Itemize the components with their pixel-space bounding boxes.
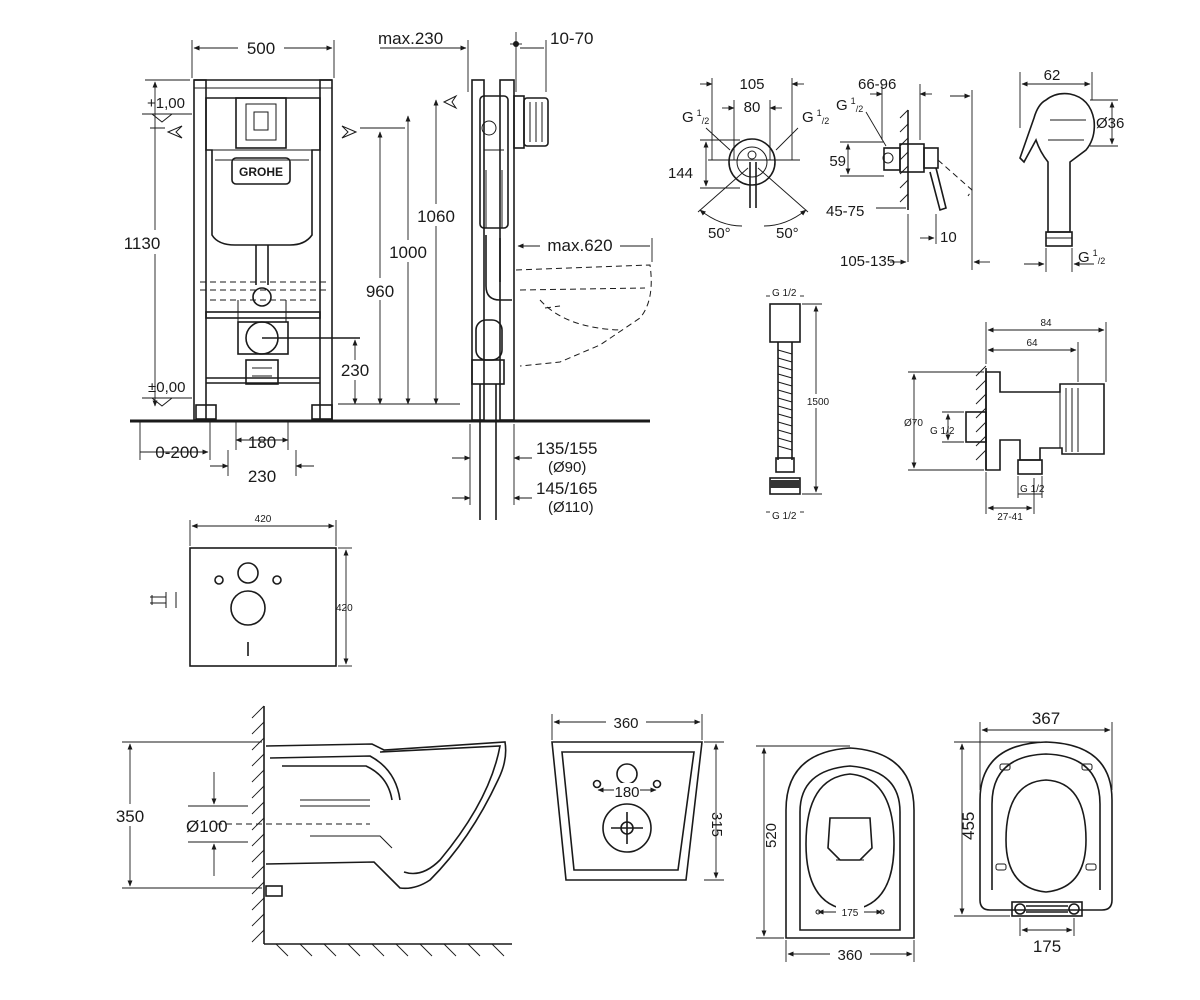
frame-width-label: 500 bbox=[247, 39, 275, 58]
max-230-label: max.230 bbox=[378, 29, 443, 48]
height-960-label: 960 bbox=[366, 282, 394, 301]
zero-level-label: ±0,00 bbox=[148, 379, 185, 396]
range-10-70-label: 10-70 bbox=[550, 29, 593, 48]
drain-diameter-label: Ø100 bbox=[186, 817, 228, 836]
toilet-plan-view: 520 175 360 bbox=[756, 745, 915, 964]
range-135-155-label: 135/155 bbox=[536, 439, 597, 458]
frame-side-view bbox=[440, 79, 652, 520]
g-right-label: G bbox=[802, 109, 814, 126]
height-59-label: 59 bbox=[829, 153, 846, 170]
rear-width-label: 360 bbox=[613, 715, 638, 732]
g-side-sup: 1 bbox=[851, 96, 856, 106]
brand-logo-text: GROHE bbox=[239, 165, 283, 179]
g-shower-sub: /2 bbox=[1098, 256, 1106, 266]
wall-elbow-view: 84 64 Ø70 G 1/2 G 1/2 27-41 bbox=[904, 318, 1107, 523]
svg-text:G1/2: G1/2 bbox=[836, 96, 863, 114]
height-230-label: 230 bbox=[341, 361, 369, 380]
plus-level-label: +1,00 bbox=[147, 95, 185, 112]
width-105-label: 105 bbox=[739, 76, 764, 93]
rear-height-label: 315 bbox=[708, 812, 725, 837]
diameter-90-label: (Ø90) bbox=[548, 459, 586, 476]
diameter-36-label: Ø36 bbox=[1096, 115, 1124, 132]
plan-length-label: 520 bbox=[763, 823, 780, 848]
seat-hinge-label: 175 bbox=[1033, 937, 1061, 956]
g-right-sub: /2 bbox=[822, 116, 830, 126]
width-84-label: 84 bbox=[1040, 318, 1052, 329]
height-1000-label: 1000 bbox=[389, 243, 427, 262]
g-side-sub: /2 bbox=[856, 104, 864, 114]
angle-right-label: 50° bbox=[776, 225, 799, 242]
g-shower-label: G bbox=[1078, 249, 1090, 266]
range-66-96-label: 66-96 bbox=[858, 76, 896, 93]
bowl-height-label: 350 bbox=[116, 807, 144, 826]
wall-distance-label: 0-200 bbox=[155, 443, 198, 462]
angle-left-label: 50° bbox=[708, 225, 731, 242]
frame-dimensions: 500 1130 +1,00 ±0,00 960 1000 1060 230 1… bbox=[118, 36, 460, 486]
g-side-label: G bbox=[836, 97, 848, 114]
width-180-label: 180 bbox=[248, 433, 276, 452]
seat-width-label: 367 bbox=[1032, 709, 1060, 728]
elbow-thread-bottom-label: G 1/2 bbox=[1020, 484, 1045, 495]
pad-width-label: 420 bbox=[255, 514, 272, 525]
diameter-110-label: (Ø110) bbox=[548, 499, 594, 516]
g-left-label: G bbox=[682, 109, 694, 126]
svg-text:G1/2: G1/2 bbox=[682, 108, 709, 126]
width-64-label: 64 bbox=[1026, 338, 1038, 349]
height-1060-label: 1060 bbox=[417, 207, 455, 226]
range-105-135-label: 105-135 bbox=[840, 253, 895, 270]
diameter-70-label: Ø70 bbox=[904, 418, 923, 429]
toilet-rear-view: 360 180 315 bbox=[551, 712, 725, 881]
insulation-pad-view: 420 420 bbox=[150, 514, 353, 667]
range-27-41-label: 27-41 bbox=[997, 512, 1023, 523]
height-144-label: 144 bbox=[668, 165, 693, 182]
frame-height-label: 1130 bbox=[124, 234, 161, 253]
hose-top-thread-label: G 1/2 bbox=[772, 288, 797, 299]
elbow-thread-left-label: G 1/2 bbox=[930, 426, 955, 437]
range-145-165-label: 145/165 bbox=[536, 479, 597, 498]
g-left-sub: /2 bbox=[702, 116, 710, 126]
toilet-seat-view: 367 455 175 bbox=[954, 709, 1113, 956]
g-shower-sup: 1 bbox=[1093, 248, 1098, 258]
max-620-label: max.620 bbox=[547, 236, 612, 255]
svg-text:G1/2: G1/2 bbox=[1078, 248, 1105, 266]
width-62-label: 62 bbox=[1044, 67, 1061, 84]
hose-length-label: 1500 bbox=[807, 397, 830, 408]
frame-front-view: GROHE bbox=[130, 79, 460, 423]
rear-center-label: 180 bbox=[614, 784, 639, 801]
toilet-side-view: 350 Ø100 bbox=[112, 705, 512, 957]
svg-text:G1/2: G1/2 bbox=[802, 108, 829, 126]
g-right-sup: 1 bbox=[817, 108, 822, 118]
width-230-label: 230 bbox=[248, 467, 276, 486]
plan-center-label: 175 bbox=[842, 908, 859, 919]
hose-bottom-thread-label: G 1/2 bbox=[772, 511, 797, 522]
side-dimensions: max.230 10-70 max.620 135/155 (Ø90) 145/… bbox=[378, 29, 653, 516]
range-45-75-label: 45-75 bbox=[826, 203, 864, 220]
shower-hose-view: G 1/2 1500 G 1/2 bbox=[766, 288, 830, 522]
width-80-label: 80 bbox=[744, 99, 761, 116]
plan-width-label: 360 bbox=[837, 947, 862, 964]
g-left-sup: 1 bbox=[697, 108, 702, 118]
depth-10-label: 10 bbox=[940, 229, 957, 246]
pad-height-label: 420 bbox=[336, 603, 353, 614]
seat-length-label: 455 bbox=[959, 812, 978, 840]
